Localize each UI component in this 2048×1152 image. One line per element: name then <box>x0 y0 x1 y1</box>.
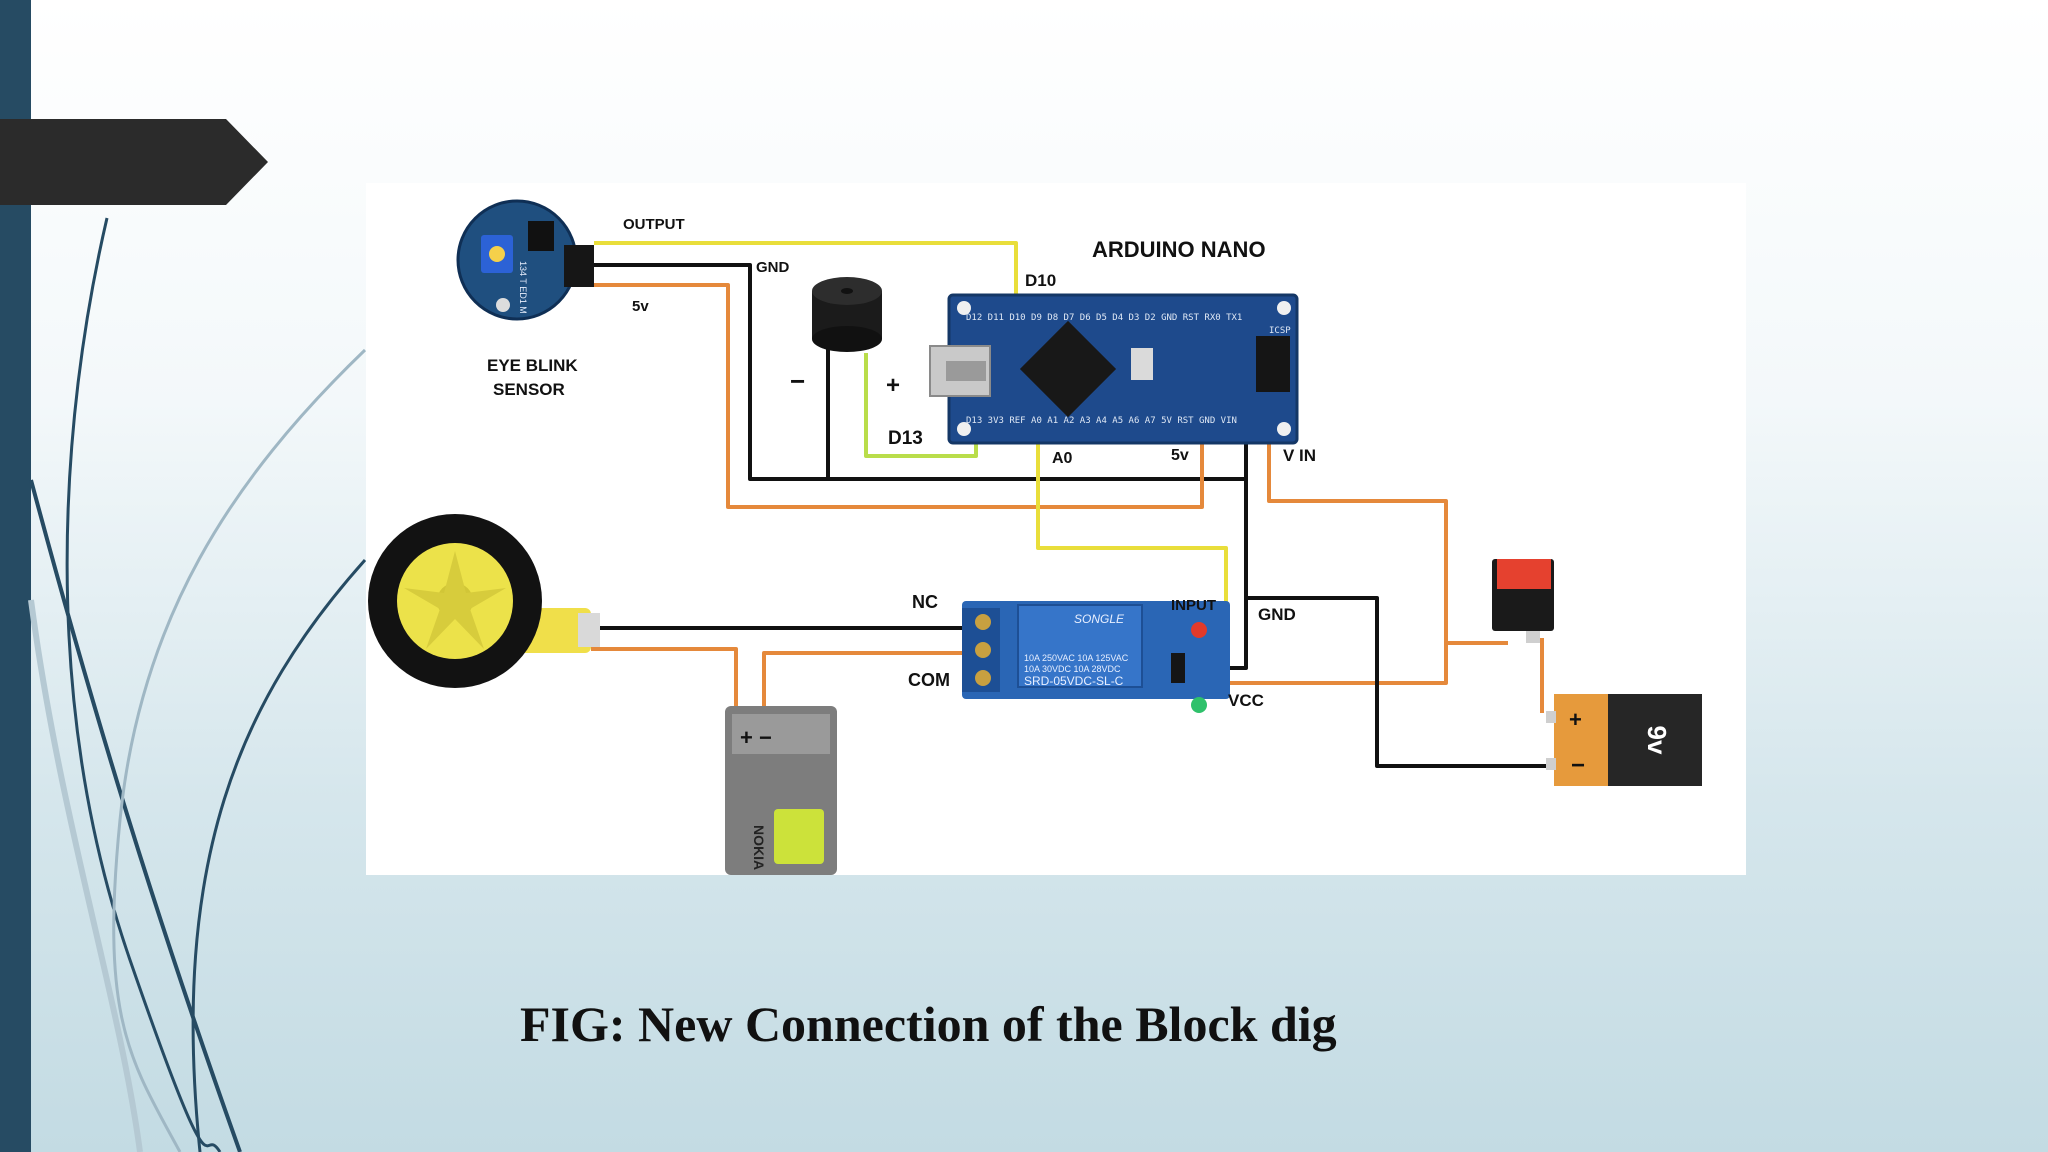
buzzer-plus-label: + <box>886 372 900 399</box>
wire-relay-gnd-to-battery-minus <box>1246 596 1546 768</box>
battery-9v: + − 9v <box>1546 694 1702 786</box>
figure-caption: FIG: New Connection of the Block dig <box>520 996 1337 1052</box>
decorative-swoosh-lines <box>28 217 367 1152</box>
relay-brand: SONGLE <box>1074 612 1125 626</box>
dc-motor-wheel <box>368 514 600 688</box>
wire-vin-to-switch <box>1267 438 1508 645</box>
nano-top-pin-labels: D12 D11 D10 D9 D8 D7 D6 D5 D4 D3 D2 GND … <box>966 313 1242 323</box>
relay-gnd-label: GND <box>1258 605 1296 624</box>
wire-motor-to-nokia <box>591 647 738 711</box>
label-5v-sensor: 5v <box>632 298 649 315</box>
nokia-terminal-labels: + − <box>740 725 772 750</box>
relay-module: SONGLE 10A 250VAC 10A 125VAC 10A 30VDC 1… <box>962 601 1230 713</box>
buzzer-minus-label: − <box>790 366 805 396</box>
label-output: OUTPUT <box>623 216 685 233</box>
nano-bottom-pin-labels: D13 3V3 REF A0 A1 A2 A3 A4 A5 A6 A7 5V R… <box>966 416 1237 426</box>
wire-motor-to-nc <box>591 626 980 638</box>
circuit-figure: 134 T ED1 M EYE BLINK SENSOR − + <box>366 183 1746 875</box>
sensor-label-line2: SENSOR <box>493 380 565 399</box>
relay-input-label: INPUT <box>1171 597 1216 614</box>
relay-rating-line2: 10A 30VDC 10A 28VDC <box>1024 664 1121 674</box>
arduino-nano-board: D12 D11 D10 D9 D8 D7 D6 D5 D4 D3 D2 GND … <box>929 293 1299 445</box>
relay-rating-line1: 10A 250VAC 10A 125VAC <box>1024 653 1129 663</box>
wire-output-to-d10 <box>594 241 1018 308</box>
sensor-label-line1: EYE BLINK <box>487 356 578 375</box>
relay-com-label: COM <box>908 670 950 690</box>
title-banner-arrow <box>0 119 268 205</box>
battery-plus-label: + <box>1569 707 1582 732</box>
battery-minus-label: − <box>1571 752 1585 779</box>
wire-sensor-gnd <box>594 263 1246 481</box>
label-gnd-top: GND <box>756 259 790 276</box>
label-vin: V IN <box>1283 446 1316 465</box>
eye-blink-sensor: 134 T ED1 M <box>456 199 594 321</box>
label-a0: A0 <box>1052 450 1073 467</box>
circuit-diagram: 134 T ED1 M EYE BLINK SENSOR − + <box>368 199 1702 875</box>
relay-vcc-label: VCC <box>1228 691 1264 710</box>
buzzer <box>812 277 882 352</box>
nokia-battery: + − NOKIA <box>725 706 837 875</box>
nokia-brand-text: NOKIA <box>751 825 767 870</box>
wire-sensor-5v <box>594 283 1204 509</box>
arduino-nano-title: ARDUINO NANO <box>1092 237 1266 262</box>
relay-model: SRD-05VDC-SL-C <box>1024 674 1124 688</box>
nano-icsp-label: ICSP <box>1269 326 1291 336</box>
label-d13: D13 <box>888 428 923 449</box>
relay-nc-label: NC <box>912 592 938 612</box>
wire-com-to-nokia <box>762 651 978 711</box>
rocker-switch <box>1492 559 1554 643</box>
sensor-chip-text: 134 T ED1 M <box>518 261 528 314</box>
battery-9v-label: 9v <box>1642 726 1672 755</box>
wire-buzzer-plus-d13 <box>864 353 978 458</box>
wire-vcc-to-switch <box>1196 643 1448 685</box>
label-d10: D10 <box>1025 271 1056 290</box>
label-5v-nano: 5v <box>1171 447 1189 464</box>
